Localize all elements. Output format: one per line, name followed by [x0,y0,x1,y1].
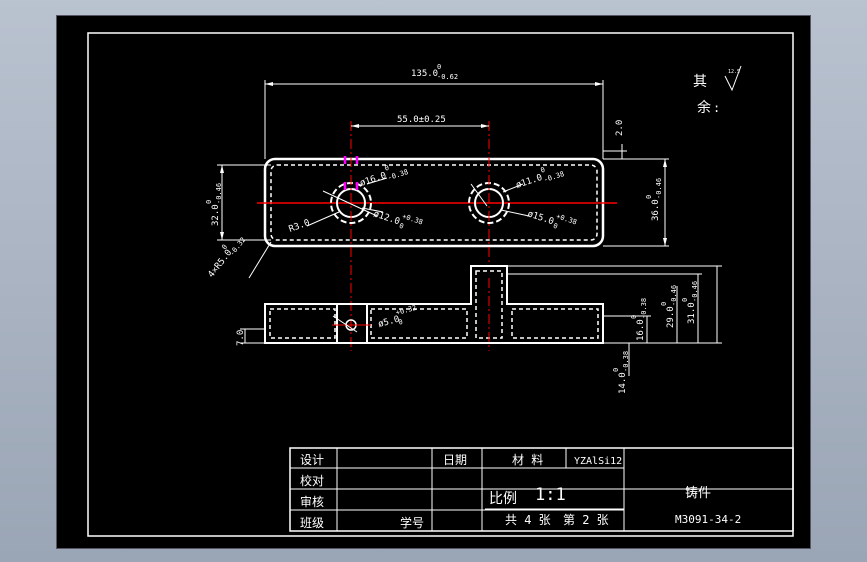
tb-sheet-current: 第 2 张 [563,513,609,527]
tb-part-name: 铸件 [685,485,711,501]
svg-text:-0.46: -0.46 [215,183,223,204]
tb-scale-label: 比例 [489,491,517,507]
svg-text:余: 余 [697,99,711,116]
tb-date-label: 日期 [443,453,467,467]
svg-text:0: 0 [437,63,441,71]
dim-hole-spacing: 55.0±0.25 [397,115,446,125]
tb-material-value: YZAlSi12 [574,456,622,467]
surface-finish-note: 其 余 : 12.5 [693,65,742,116]
svg-text:-0.46: -0.46 [670,285,678,306]
svg-text:-0.46: -0.46 [655,178,663,199]
svg-text:0: 0 [205,200,213,204]
svg-text:12.5: 12.5 [728,69,740,75]
dim-top-offset: 2.0 [615,120,625,136]
svg-text:-0.38: -0.38 [387,168,410,182]
dim-outer-width: 32.0 [211,204,221,226]
tb-class-label: 班级 [300,516,324,530]
dim-overall-length: 135.0 [411,69,438,79]
svg-text:其: 其 [693,74,707,90]
dim-height-7: 7.0 [236,330,246,346]
svg-text:0: 0 [660,302,668,306]
drawing-frame [87,32,794,537]
svg-text:0: 0 [630,315,638,319]
tb-review-label: 审核 [300,494,324,509]
svg-text:-0.38: -0.38 [543,170,566,184]
svg-text:0: 0 [645,195,653,199]
dim-right-hole-inner: ø15.0 [526,209,555,227]
svg-text:0: 0 [398,222,404,231]
roughness-symbol [724,65,742,92]
top-view [257,121,617,351]
svg-text:0: 0 [552,222,558,231]
dim-height-16: 16.0 [636,319,646,341]
svg-text:-0.62: -0.62 [437,73,458,81]
tb-drawing-no: M3091-34-2 [675,513,741,526]
svg-text:-0.32: -0.32 [228,236,247,258]
tb-student-no-label: 学号 [400,515,424,530]
tb-sheet-total: 共 4 张 [505,513,551,527]
tb-material-label: 材 料 [512,453,543,467]
svg-text:0: 0 [540,166,546,175]
svg-text::: : [713,101,720,115]
dim-radius-r3: R3.0 [288,218,312,235]
drawing-sheet: 135.0 0 -0.62 55.0±0.25 2.0 32.0 0 -0.46… [56,15,811,549]
dim-rib-14: 14.0 [618,372,628,394]
dim-right-hole-outer: ø11.0 [515,173,544,191]
svg-text:-0.38: -0.38 [640,298,648,319]
front-view-outline [264,265,604,344]
svg-text:0: 0 [612,368,620,372]
dim-height-29: 29.0 [666,306,676,328]
cad-drawing: 135.0 0 -0.62 55.0±0.25 2.0 32.0 0 -0.46… [87,32,794,537]
svg-text:-0.38: -0.38 [622,351,630,372]
svg-text:0: 0 [681,298,689,302]
svg-text:-0.46: -0.46 [691,281,699,302]
tb-check-label: 校对 [300,473,324,488]
svg-text:+0.38: +0.38 [401,212,424,226]
svg-text:+0.32: +0.32 [395,304,417,317]
dim-left-hole-inner: ø12.0 [372,209,401,227]
dim-height-31: 31.0 [687,302,697,324]
front-view [264,265,604,344]
svg-text:0: 0 [220,243,229,251]
dim-height-36: 36.0 [651,199,661,221]
tb-scale-value: 1:1 [535,485,566,505]
svg-text:0: 0 [384,164,390,173]
svg-text:+0.38: +0.38 [555,212,578,226]
title-block [289,447,794,532]
svg-text:0: 0 [398,318,404,327]
tb-design-label: 设计 [300,453,324,467]
magenta-markers [343,156,359,190]
dim-left-hole-outer: ø16.0 [359,171,388,189]
